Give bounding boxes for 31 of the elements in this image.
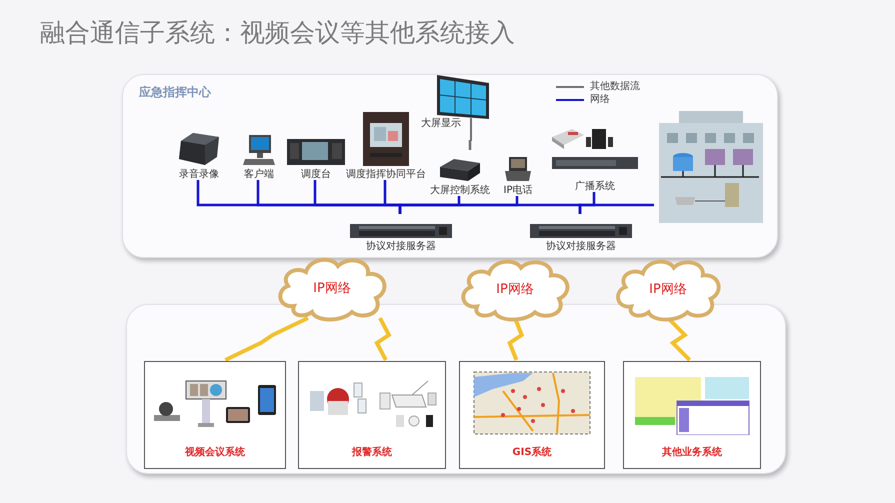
device-label: 协议对接服务器	[366, 241, 436, 253]
system-card	[298, 361, 446, 469]
device-label: 广播系统	[575, 181, 615, 193]
legend-text: 其他数据流	[590, 81, 640, 92]
device-label: 调度台	[301, 169, 331, 181]
system-card	[623, 361, 761, 469]
panel-title: 应急指挥中心	[139, 84, 211, 101]
legend-text: 网络	[590, 94, 610, 105]
device-label: 协议对接服务器	[546, 241, 616, 253]
cloud-label: IP网络	[649, 281, 687, 300]
cloud-label: IP网络	[313, 280, 351, 298]
device-label: 录音录像	[179, 169, 219, 181]
panel-background	[126, 304, 786, 474]
cloud-label: IP网络	[496, 281, 534, 300]
lightning-link	[224, 316, 309, 362]
device-label: IP电话	[504, 185, 532, 197]
system-label: 报警系统	[352, 446, 392, 460]
system-label: 其他业务系统	[662, 446, 722, 460]
device-label: 客户端	[244, 169, 274, 181]
device-label: 大屏控制系统	[430, 185, 490, 197]
network-line	[398, 204, 582, 214]
lightning-link	[374, 317, 392, 361]
system-card	[459, 361, 605, 469]
device-label: 大屏显示	[421, 116, 461, 131]
network-line	[468, 140, 472, 150]
system-label: GIS系统	[512, 446, 552, 460]
system-label: 视频会议系统	[185, 446, 245, 460]
device-label: 调度指挥协同平台	[346, 169, 426, 181]
page-title: 融合通信子系统：视频会议等其他系统接入	[40, 17, 515, 49]
system-card	[144, 361, 286, 469]
panel-background	[122, 74, 778, 258]
